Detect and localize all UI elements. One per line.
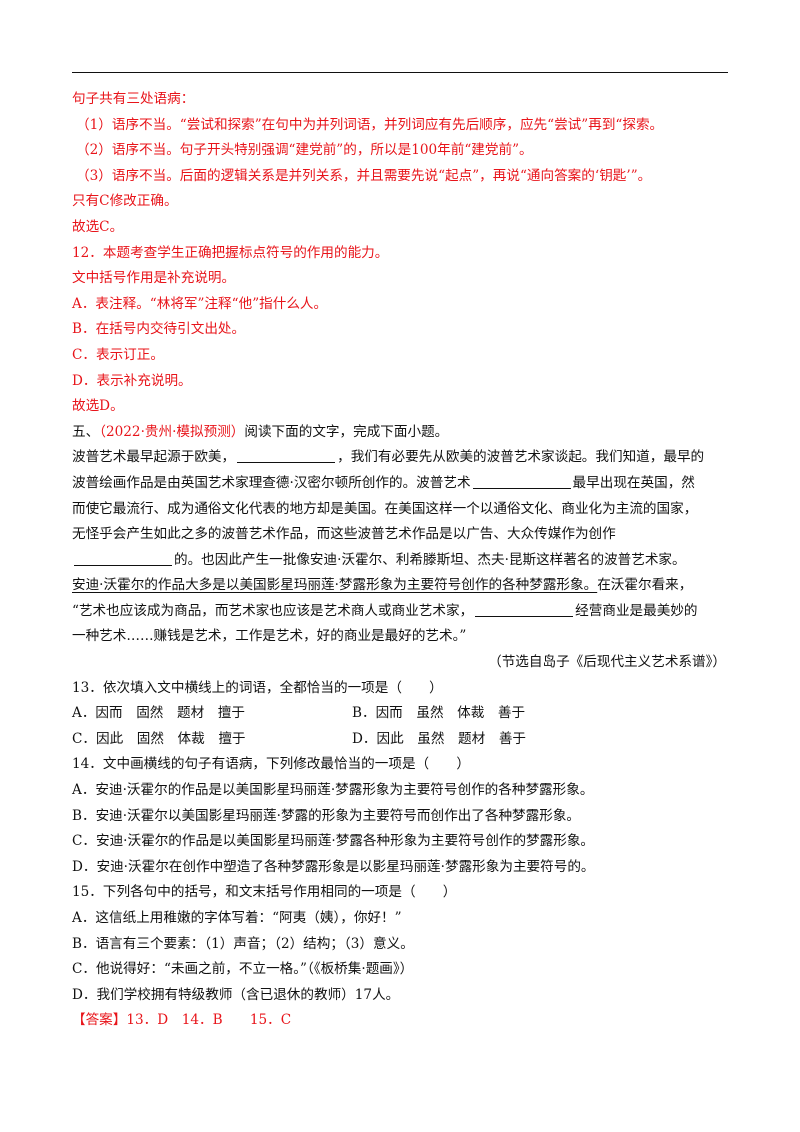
option-c: C．他说得好：“未画之前，不立一格。”（《板桥集·题画》） [72, 961, 414, 978]
passage-text: 经营商业是最美妙的 [575, 602, 698, 619]
options-row: C．因此 固然 体裁 擅于 D．因此 虽然 题材 善于 [72, 727, 732, 753]
answer-text: 13．D 14．B 15．C [126, 1012, 292, 1029]
analysis-point-4: 只有C修改正确。 [72, 193, 178, 210]
passage-line: 无怪乎会产生如此之多的波普艺术作品，而这些波普艺术作品是以广告、大众传媒作为创作 [72, 526, 616, 543]
passage-line: 的。也因此产生一批像安迪·沃霍尔、利希滕斯坦、杰夫·昆斯这样著名的波普艺术家。 [72, 548, 732, 574]
answer-label: 【答案】 [72, 1012, 127, 1029]
option-d: D．我们学校拥有特级教师（含已退休的教师）17人。 [72, 986, 400, 1003]
question-stem: 15．下列各句中的括号，和文末括号作用相同的一项是（ ） [72, 884, 457, 901]
option-c: C．因此 固然 体裁 擅于 [72, 730, 246, 747]
header-rule [72, 72, 728, 73]
q12-analysis-b: B．在括号内交待引文出处。 [72, 321, 246, 338]
section-instruction: 阅读下面的文字，完成下面小题。 [244, 423, 449, 440]
section-source: （2022·贵州·模拟预测） [99, 423, 245, 440]
section-number: 五、 [72, 423, 100, 440]
question-15: 15．下列各句中的括号，和文末括号作用相同的一项是（ ） A．这信纸上用稚嫩的字… [72, 880, 732, 1008]
passage-text: ，我们有必要先从欧美的波普艺术家谈起。我们知道，最早的 [337, 449, 705, 466]
section-heading: 五、（2022·贵州·模拟预测）阅读下面的文字，完成下面小题。 [72, 420, 732, 446]
passage-text: 在沃霍尔看来， [597, 577, 693, 594]
fill-blank-4 [475, 601, 574, 617]
q12-analysis-a: A．表注释。“林将军”注释“他”指什么人。 [72, 295, 328, 312]
analysis-conclusion: 故选C。 [72, 218, 124, 235]
option-b: B．语言有三个要素：（1）声音；（2）结构；（3）意义。 [72, 935, 414, 952]
passage-text: “艺术也应该成为商品，而艺术家也应该是艺术商人或商业艺术家， [72, 602, 474, 619]
underlined-sentence: 安迪·沃霍尔的作品大多是以美国影星玛丽莲·梦露形象为主要符号创作的各种梦露形象。 [72, 577, 598, 594]
fill-blank-2 [472, 473, 571, 489]
question-14: 14．文中画横线的句子有语病，下列修改最恰当的一项是（ ） A．安迪·沃霍尔的作… [72, 752, 732, 880]
question-stem: 14．文中画横线的句子有语病，下列修改最恰当的一项是（ ） [72, 756, 470, 773]
option-b: B．因而 虽然 体裁 善于 [352, 705, 526, 722]
option-b: B．安迪·沃霍尔以美国影星玛丽莲·梦露的形象为主要符号而创作出了各种梦露形象。 [72, 807, 581, 824]
question-stem: 13．依次填入文中横线上的词语，全都恰当的一项是（ ） [72, 679, 443, 696]
option-a: A．这信纸上用稚嫩的字体写着：“阿夷（姨），你好！” [72, 910, 402, 926]
passage-line: 安迪·沃霍尔的作品大多是以美国影星玛丽莲·梦露形象为主要符号创作的各种梦露形象。… [72, 573, 732, 599]
passage-text: 最早出现在英国，然 [572, 474, 695, 491]
q12-analysis-conclusion: 故选D。 [72, 398, 124, 415]
passage-line: 而使它最流行、成为通俗文化代表的地方却是美国。在美国这样一个以通俗文化、商业化为… [72, 500, 698, 517]
passage-line: 波普绘画作品是由英国艺术家理查德·汉密尔顿所创作的。波普艺术 最早出现在英国，然 [72, 471, 732, 497]
passage-line: 波普艺术最早起源于欧美， ，我们有必要先从欧美的波普艺术家谈起。我们知道，最早的 [72, 445, 732, 471]
analysis-point-1: （1）语序不当。“尝试和探索”在句中为并列词语，并列词应有先后顺序，应先“尝试”… [76, 116, 664, 133]
answer-line: 【答案】13．D 14．B 15．C [72, 1008, 732, 1034]
option-d: D．安迪·沃霍尔在创作中塑造了各种梦露形象是以影星玛丽莲·梦露形象为主要符号的。 [72, 858, 595, 875]
option-a: A．因而 固然 题材 擅于 [72, 705, 245, 722]
option-d: D．因此 虽然 题材 善于 [352, 730, 527, 747]
q12-analysis-intro: 12．本题考查学生正确把握标点符号的作用的能力。 [72, 244, 389, 261]
passage-line: 一种艺术……赚钱是艺术，工作是艺术，好的商业是最好的艺术。” [72, 628, 467, 645]
q12-analysis-c: C．表示订正。 [72, 346, 164, 363]
analysis-point-2: （2）语序不当。句子开头特别强调“建党前”的，所以是100年前“建党前”。 [76, 142, 533, 159]
page-content: 句子共有三处语病： （1）语序不当。“尝试和探索”在句中为并列词语，并列词应有先… [72, 87, 732, 1034]
passage-line: “艺术也应该成为商品，而艺术家也应该是艺术商人或商业艺术家， 经营商业是最美妙的 [72, 599, 732, 625]
q12-analysis-d: D．表示补充说明。 [72, 372, 192, 389]
passage-citation: （节选自岛子《后现代主义艺术系谱》） [488, 654, 726, 671]
analysis-intro: 句子共有三处语病： [72, 91, 195, 107]
option-a: A．安迪·沃霍尔的作品是以美国影星玛丽莲·梦露形象为主要符号创作的各种梦露形象。 [72, 782, 594, 799]
passage-text: 波普艺术最早起源于欧美， [72, 449, 236, 466]
q12-analysis-text: 文中括号作用是补充说明。 [72, 270, 236, 287]
reading-passage: 波普艺术最早起源于欧美，，我们有必要先从欧美的波普艺术家谈起。我们知道，最早的 … [72, 445, 732, 675]
passage-text: 的。也因此产生一批像安迪·沃霍尔、利希滕斯坦、杰夫·昆斯这样著名的波普艺术家。 [174, 551, 686, 568]
question-13: 13．依次填入文中横线上的词语，全都恰当的一项是（ ） A．因而 固然 题材 擅… [72, 676, 732, 753]
analysis-point-3: （3）语序不当。后面的逻辑关系是并列关系，并且需要先说“起点”，再说“通向答案的… [76, 167, 652, 184]
option-c: C．安迪·沃霍尔的作品是以美国影星玛丽莲·梦露各种形象为主要符号创作的梦露形象。 [72, 833, 595, 850]
fill-blank-1 [237, 447, 336, 464]
passage-text: 波普绘画作品是由英国艺术家理查德·汉密尔顿所创作的。波普艺术 [72, 474, 471, 491]
options-row: A．因而 固然 题材 擅于 B．因而 虽然 体裁 善于 [72, 701, 732, 727]
fill-blank-3 [74, 550, 172, 566]
